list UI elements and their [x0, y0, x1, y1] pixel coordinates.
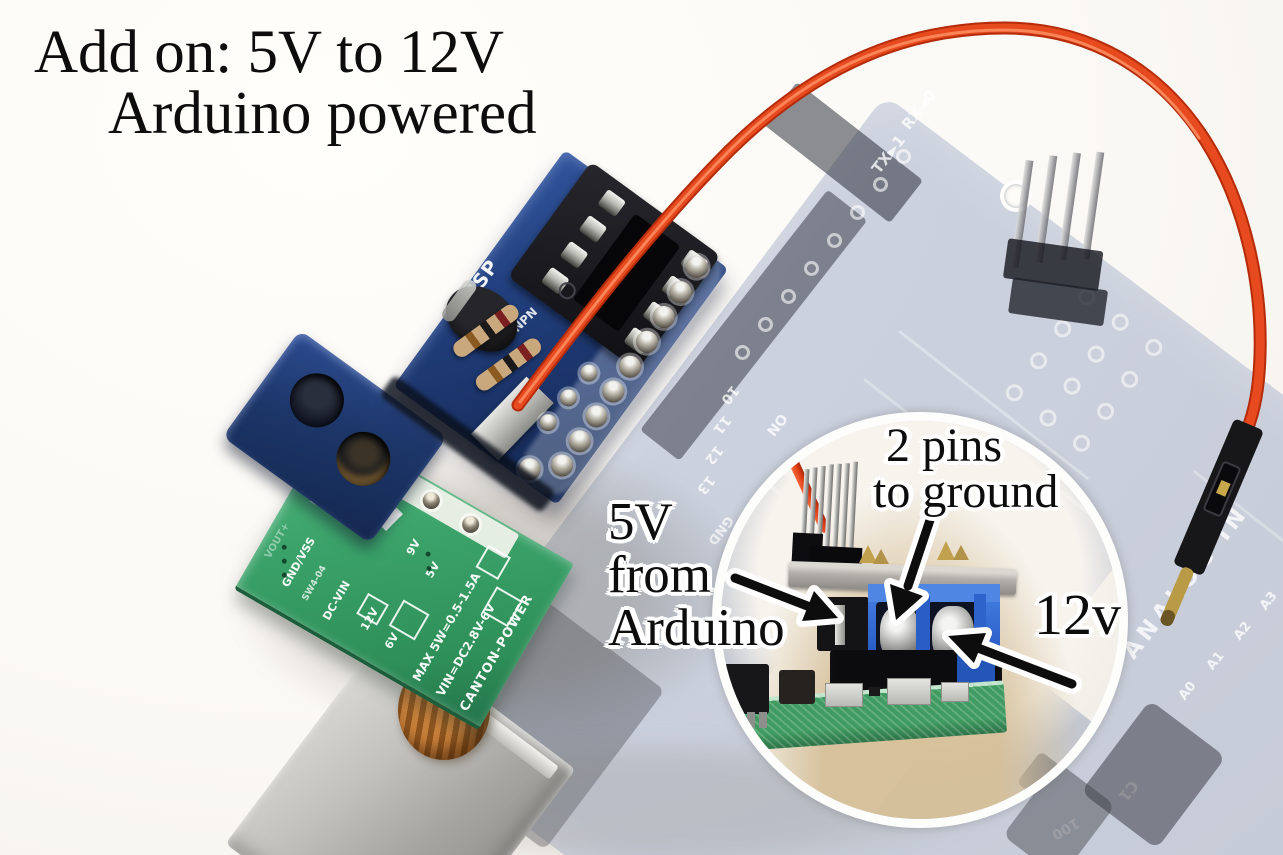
green-label-6v: 6V [382, 630, 402, 652]
solder-spikes [937, 541, 955, 560]
green-label-vin: VIN=DC2.8V-6V [433, 600, 499, 699]
green-label-sw: SW4-04 [300, 564, 329, 603]
annotation-supply-line2: from [608, 546, 712, 604]
pad [735, 345, 750, 360]
annotation-ground-line1: 2 pins [886, 419, 1003, 472]
solder-spikes [953, 545, 969, 560]
annotation-supply-line1: 5V [608, 493, 673, 551]
pad [758, 317, 773, 332]
smd-component [941, 682, 969, 702]
inset-black-header [817, 597, 869, 651]
solder-spikes [873, 549, 889, 564]
solder-spikes [859, 545, 877, 563]
annotation-output-12v: 12v [1034, 582, 1121, 647]
smd-component [825, 683, 863, 707]
page-title-line1: Add on: 5V to 12V [34, 19, 504, 86]
green-label-dcvin: DC-VIN [320, 578, 353, 623]
inset-magnifier [712, 412, 1128, 828]
annotation-supply-line3: Arduino [608, 599, 785, 657]
terminal-hole [325, 421, 402, 497]
smd-component [887, 678, 931, 705]
pad [781, 289, 796, 304]
inset-side-connector [721, 664, 769, 714]
pad [804, 261, 819, 276]
pad [850, 205, 865, 220]
annotation-ground-line2: to ground [873, 465, 1059, 518]
terminal-hole [279, 362, 355, 439]
inset-dark-block [779, 670, 815, 704]
green-label-9v: 9V [403, 537, 424, 558]
pad [873, 177, 888, 192]
pad [827, 233, 842, 248]
page-title-line2: Arduino powered [108, 80, 537, 147]
